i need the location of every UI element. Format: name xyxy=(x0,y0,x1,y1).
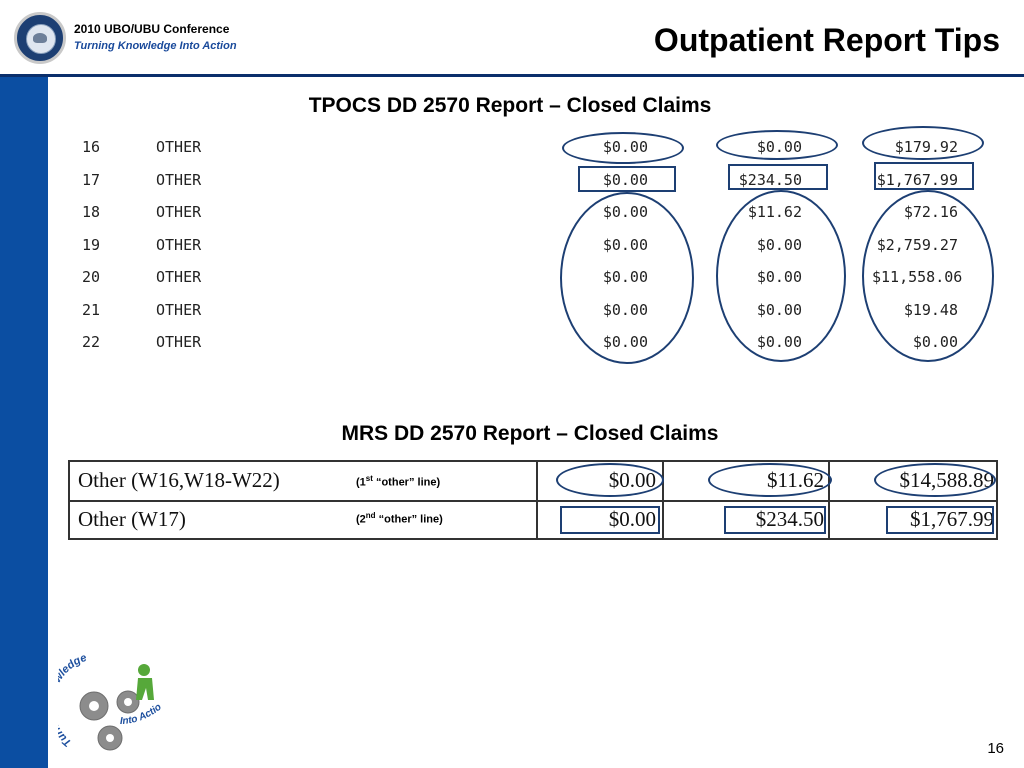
sidebar-bar xyxy=(0,76,48,768)
annotation-box xyxy=(874,162,974,190)
tpocs-row-label: OTHER xyxy=(156,268,202,286)
header-rule xyxy=(0,74,1024,77)
tpocs-row-number: 21 xyxy=(82,300,101,319)
mrs-table: Other (W16,W18-W22) (1st “other” line) $… xyxy=(68,460,998,540)
annotation-box xyxy=(728,164,828,190)
annotation-ellipse xyxy=(562,132,684,164)
annotation-box xyxy=(560,506,660,534)
annotation-ellipse xyxy=(708,463,832,497)
mrs-row-label: Other (W17) xyxy=(78,507,186,531)
tpocs-value: $234.50 xyxy=(738,170,802,189)
tpocs-row-number: 19 xyxy=(82,235,101,254)
mrs-value: $1,767.99 xyxy=(910,507,994,531)
mrs-row-note: (2nd “other” line) xyxy=(356,511,443,526)
tpocs-row-label: OTHER xyxy=(156,203,202,221)
table-row: Other (W16,W18-W22) (1st “other” line) $… xyxy=(70,462,996,502)
dod-seal-icon xyxy=(14,12,66,64)
annotation-ellipse-tall xyxy=(862,190,994,362)
tpocs-value: $0.00 xyxy=(602,170,648,189)
mrs-row-note: (1st “other” line) xyxy=(356,474,441,489)
annotation-ellipse-tall xyxy=(716,190,846,362)
annotation-box xyxy=(724,506,826,534)
mrs-title: MRS DD 2570 Report – Closed Claims xyxy=(341,422,719,445)
tpocs-row-number: 22 xyxy=(82,333,101,351)
tpocs-row-label: OTHER xyxy=(156,300,202,319)
mrs-row-label: Other (W16,W18-W22) xyxy=(78,468,280,492)
mrs-value: $0.00 xyxy=(608,507,656,531)
tpocs-title: TPOCS DD 2570 Report – Closed Claims xyxy=(308,94,712,117)
tpocs-row-label: OTHER xyxy=(156,170,202,189)
tpocs-row-label: OTHER xyxy=(156,235,202,254)
tpocs-row-number: 20 xyxy=(82,268,101,286)
tpocs-row-label: OTHER xyxy=(156,333,202,351)
tpocs-row-label: OTHER xyxy=(156,138,202,156)
conference-title: 2010 UBO/UBU Conference xyxy=(74,22,230,36)
turning-knowledge-logo-icon: Turning Knowledge Into Action xyxy=(58,650,164,751)
tpocs-row-number: 16 xyxy=(82,138,101,156)
annotation-box xyxy=(886,506,994,534)
tpocs-row-number: 17 xyxy=(82,170,101,189)
tpocs-value: $1,767.99 xyxy=(876,170,958,189)
table-row: Other (W17) (2nd “other” line) $0.00 $23… xyxy=(70,501,996,539)
mrs-value: $234.50 xyxy=(755,507,824,531)
annotation-ellipse xyxy=(862,126,984,160)
tpocs-row-number: 18 xyxy=(82,203,101,221)
conference-subtitle: Turning Knowledge Into Action xyxy=(74,40,237,52)
page-number: 16 xyxy=(987,740,1004,757)
annotation-box xyxy=(578,166,676,192)
annotation-ellipse xyxy=(874,463,996,497)
page-title: Outpatient Report Tips xyxy=(653,22,1000,58)
annotation-ellipse xyxy=(716,130,838,160)
annotation-ellipse-tall xyxy=(560,192,694,364)
annotation-ellipse xyxy=(556,463,664,497)
